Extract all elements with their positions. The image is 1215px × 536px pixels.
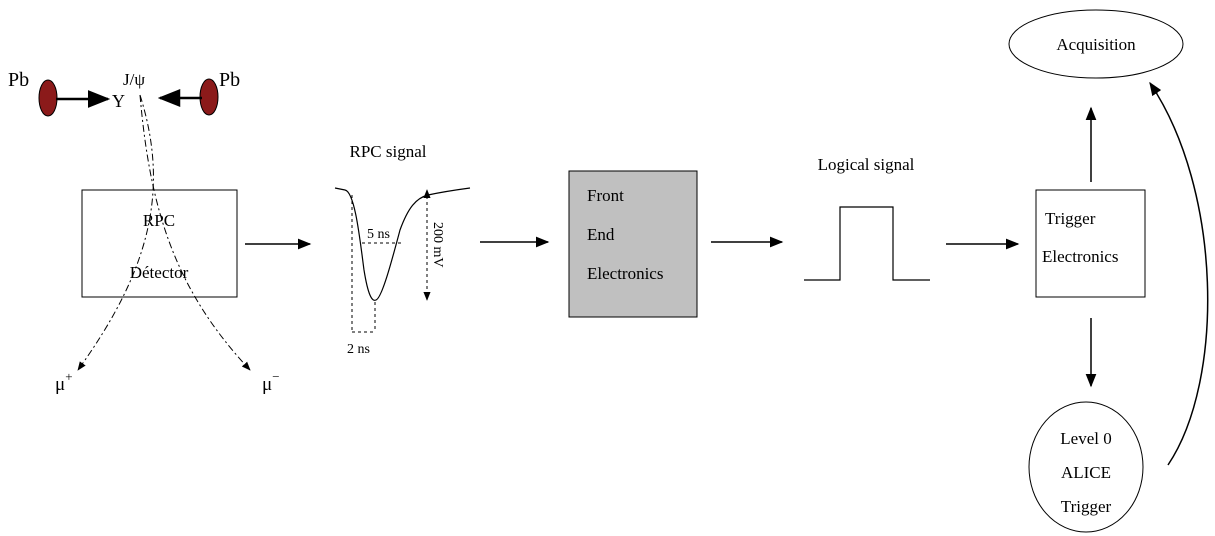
acquisition-node: Acquisition <box>1008 9 1184 79</box>
detector-line1: RPC <box>143 211 175 230</box>
rise-label: 2 ns <box>347 342 370 357</box>
upsilon-label: Υ <box>112 91 125 111</box>
right-ion-label: Pb <box>219 69 240 91</box>
arrow-level0-to-acquisition <box>1149 81 1209 466</box>
logical-signal-group: Logical signal <box>804 155 930 281</box>
trigger-line1: Trigger <box>1045 209 1096 228</box>
mu-minus-label: μ− <box>262 369 280 395</box>
collision-group: Pb Pb Υ J/ψ μ+ μ− <box>8 69 280 395</box>
frontend-line3: Electronics <box>587 264 663 283</box>
lead-ion-left-icon <box>38 79 58 117</box>
left-ion-label: Pb <box>8 69 29 91</box>
level0-trigger-node: Level 0 ALICE Trigger <box>1028 401 1144 533</box>
trigger-line2: Electronics <box>1042 247 1118 266</box>
rpc-signal-waveform <box>334 187 471 301</box>
level0-line1: Level 0 <box>1060 429 1111 448</box>
level0-line3: Trigger <box>1061 497 1112 516</box>
rpc-detector-box: RPC Détector <box>81 189 238 298</box>
logical-signal-title: Logical signal <box>818 155 915 174</box>
mu-minus-trajectory <box>139 94 251 371</box>
rpc-signal-group: RPC signal 5 ns 2 ns 200 mV <box>334 142 471 357</box>
rpc-signal-title: RPC signal <box>350 142 427 161</box>
width-label: 5 ns <box>367 227 390 242</box>
frontend-line2: End <box>587 225 615 244</box>
mu-plus-label: μ+ <box>55 369 73 395</box>
front-end-electronics-box: Front End Electronics <box>568 170 698 318</box>
logical-signal-waveform <box>804 206 930 281</box>
amplitude-label: 200 mV <box>430 222 445 268</box>
detector-line2: Détector <box>130 263 189 282</box>
level0-line2: ALICE <box>1061 463 1111 482</box>
acquisition-label: Acquisition <box>1056 35 1136 54</box>
jpsi-label: J/ψ <box>123 70 145 89</box>
mu-plus-trajectory <box>77 94 154 371</box>
frontend-line1: Front <box>587 186 624 205</box>
lead-ion-right-icon <box>199 78 219 116</box>
trigger-electronics-box: Trigger Electronics <box>1035 189 1146 298</box>
